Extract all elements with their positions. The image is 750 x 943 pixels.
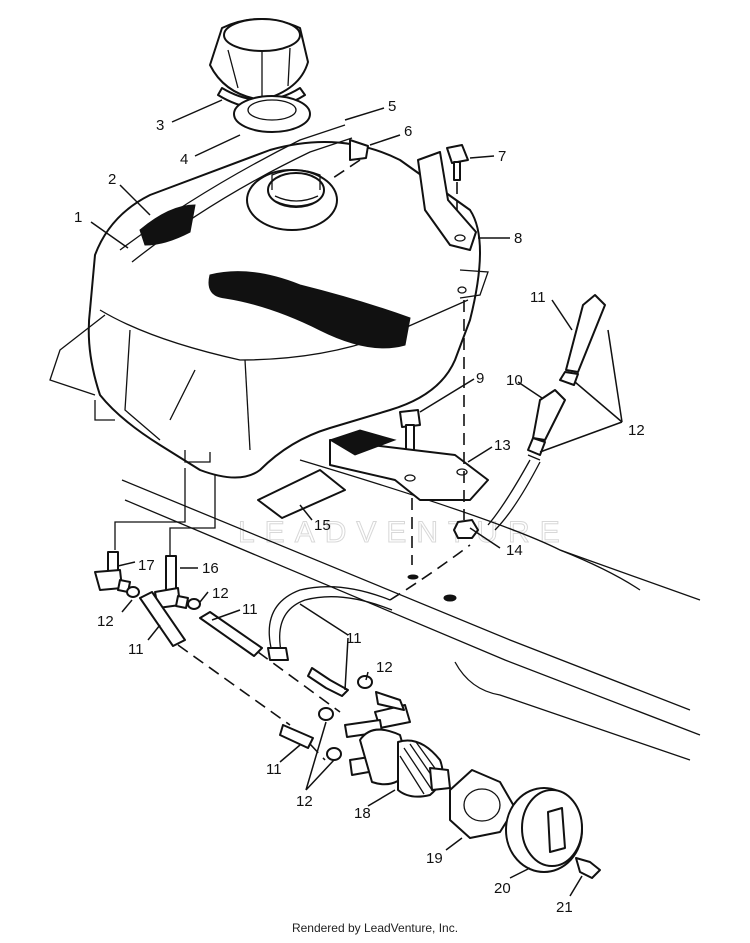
callout-11-top: 11	[530, 289, 546, 306]
callout-21: 21	[556, 899, 573, 916]
leader-lines	[90, 99, 623, 897]
washer-12-left	[126, 586, 140, 598]
callout-18: 18	[354, 805, 371, 822]
callout-11-right: 11	[346, 630, 362, 647]
callout-8: 8	[514, 230, 522, 247]
frame-hole	[443, 594, 457, 602]
callout-11-mid: 11	[242, 601, 258, 618]
elbow-16	[154, 555, 189, 609]
elbow-17	[94, 551, 131, 593]
callout-12-mid: 12	[212, 585, 229, 602]
callout-12-top: 12	[628, 422, 645, 439]
callout-12-valve: 12	[376, 659, 393, 676]
footer-credit: Rendered by LeadVenture, Inc.	[291, 921, 459, 935]
frame-rails	[121, 459, 701, 761]
callout-15: 15	[314, 517, 331, 534]
callout-10: 10	[506, 372, 523, 389]
watermark: LEADVENTURE	[238, 516, 570, 549]
callouts: 1 2 3 4 5 6 7 8 9 10 11 12 13 14 15 16 1…	[74, 98, 645, 916]
callout-19: 19	[426, 850, 443, 867]
hose-left	[139, 591, 326, 761]
valve-knob	[505, 787, 583, 873]
bracket-13	[328, 300, 489, 520]
fuel-tank	[49, 124, 481, 479]
callout-12-bottom: 12	[296, 793, 313, 810]
fuel-valve	[318, 675, 451, 798]
callout-13: 13	[494, 437, 511, 454]
callout-16: 16	[202, 560, 219, 577]
fuel-filter-line	[487, 294, 606, 531]
bracket-8	[417, 151, 489, 299]
callout-4: 4	[180, 151, 188, 168]
gas-cap	[209, 18, 309, 110]
screw-21	[575, 857, 601, 879]
callout-14: 14	[506, 542, 523, 559]
vent-fitting	[329, 139, 369, 181]
washer-12-mid	[187, 598, 201, 610]
callout-17: 17	[138, 557, 155, 574]
pad-15	[257, 469, 346, 519]
callout-6: 6	[404, 123, 412, 140]
callout-11-bottom: 11	[266, 761, 282, 778]
callout-3: 3	[156, 117, 164, 134]
callout-9: 9	[476, 370, 484, 387]
callout-5: 5	[388, 98, 396, 115]
nut-14	[453, 519, 479, 539]
callout-1: 1	[74, 209, 82, 226]
callout-11-left: 11	[128, 641, 144, 658]
callout-12-left: 12	[97, 613, 114, 630]
callout-2: 2	[108, 171, 116, 188]
callout-20: 20	[494, 880, 511, 897]
hose-mid	[199, 611, 341, 713]
leader-tank-17	[114, 468, 186, 550]
hose-loop	[267, 544, 471, 697]
leader-tank-16	[169, 475, 216, 555]
cap-gasket	[233, 95, 311, 133]
callout-7: 7	[498, 148, 506, 165]
